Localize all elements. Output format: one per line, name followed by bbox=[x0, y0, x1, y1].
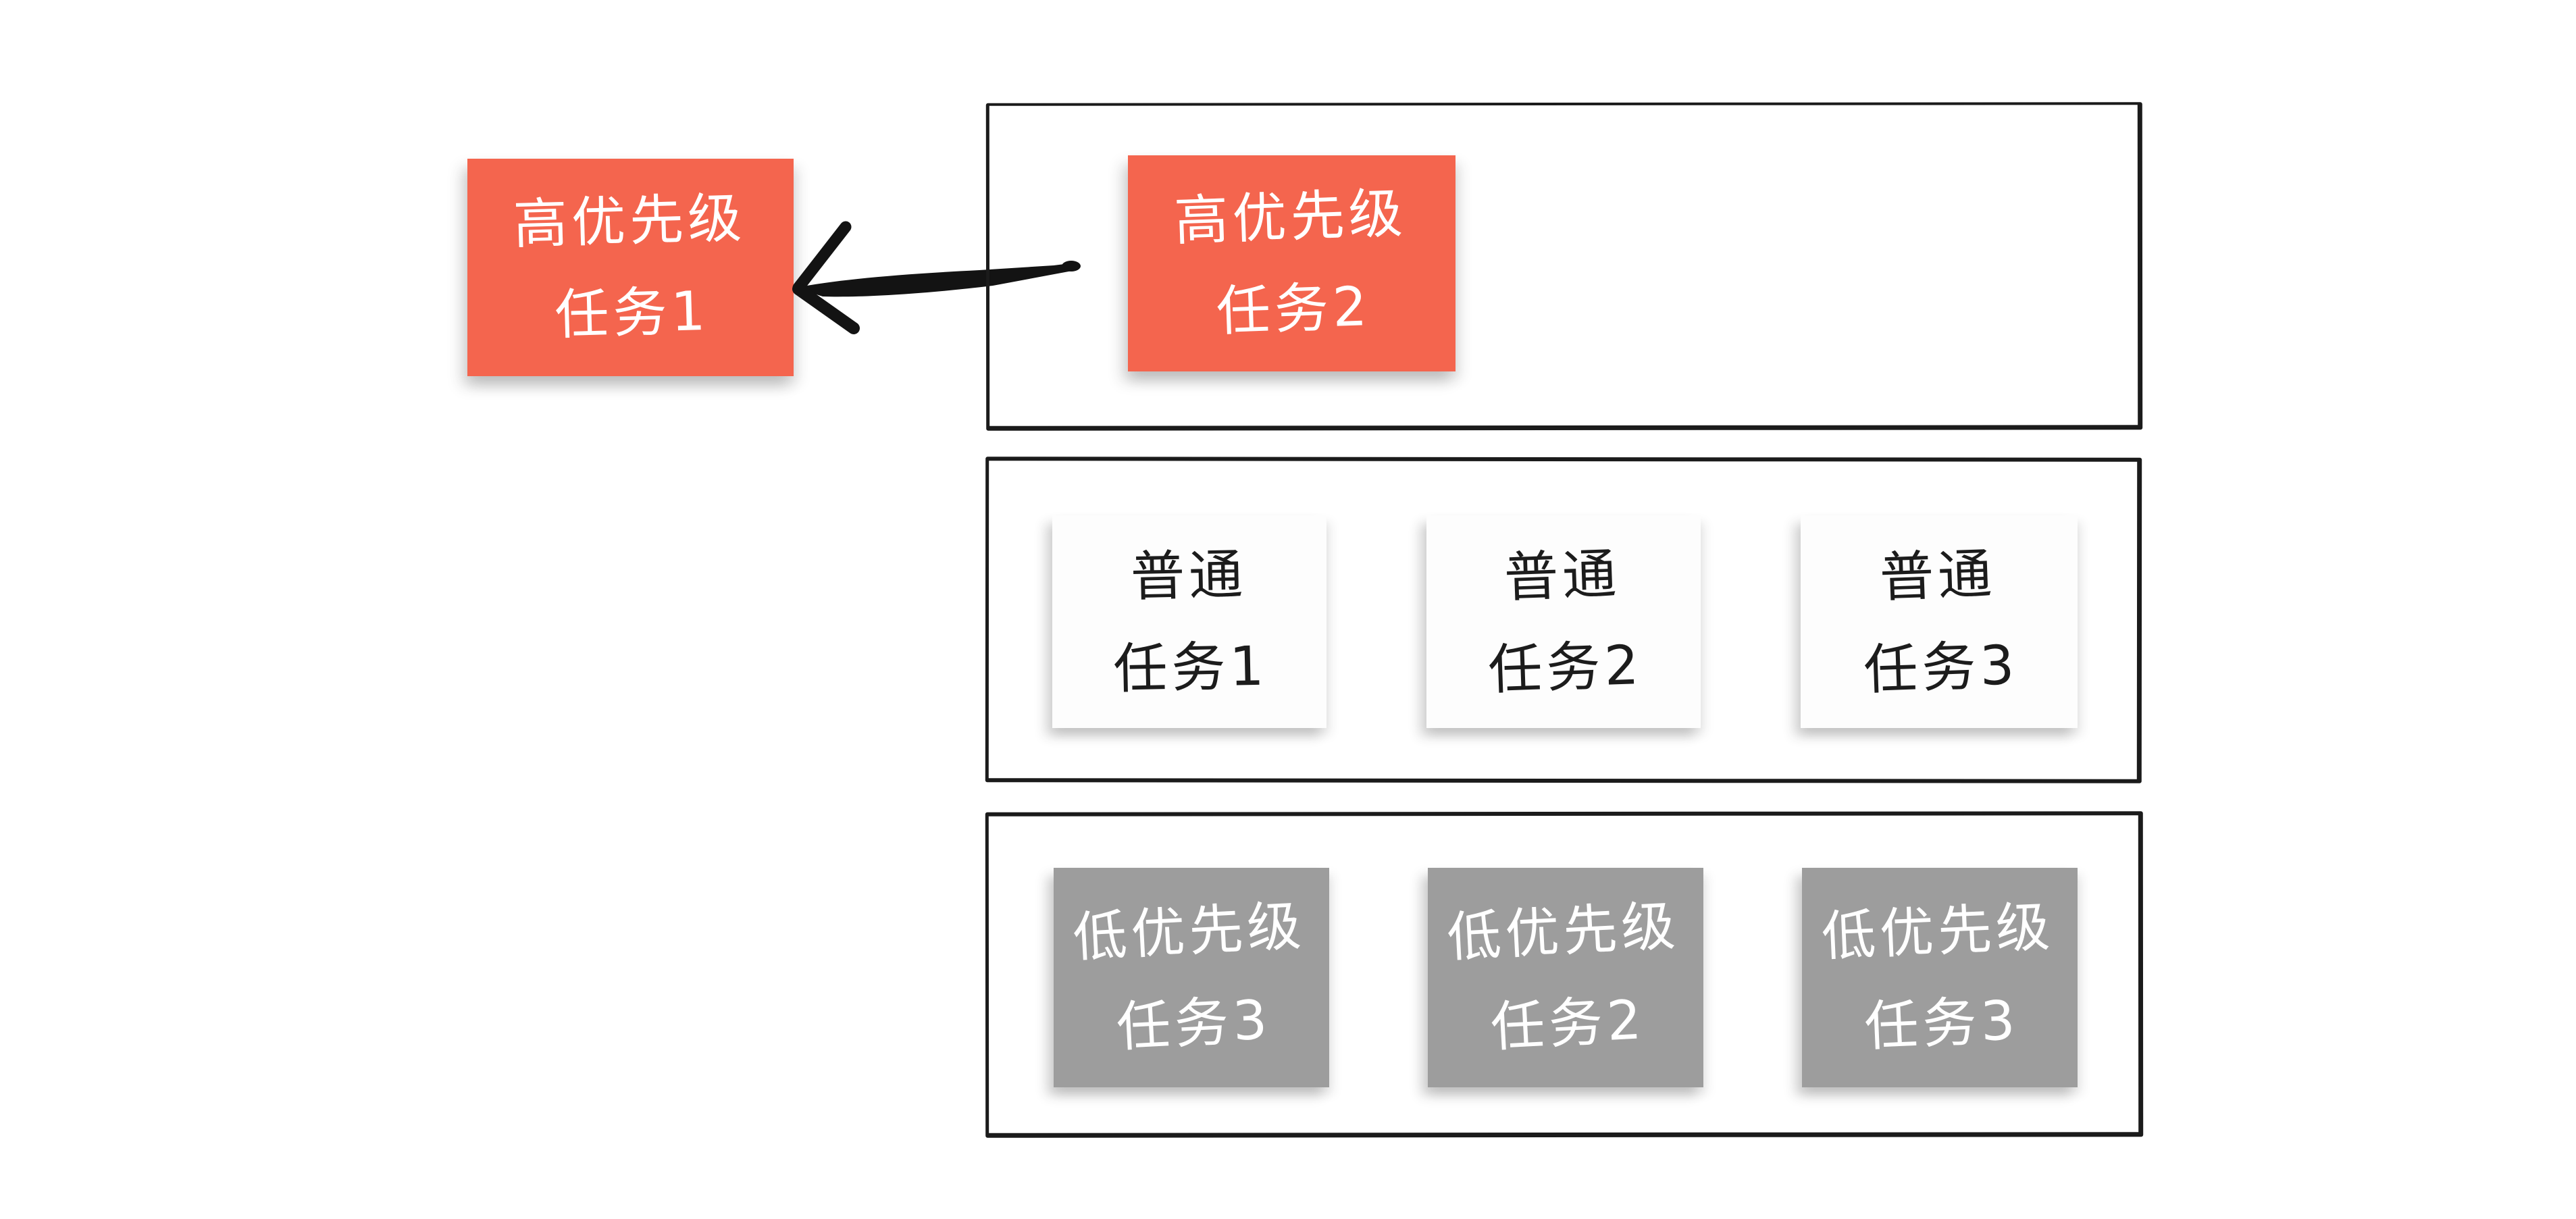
card-label-line2: 任务1 bbox=[1112, 634, 1268, 700]
card-label-line1: 高优先级 bbox=[512, 186, 746, 256]
card-label-line2: 任务2 bbox=[1487, 633, 1644, 702]
card-label-line1: 普通 bbox=[1129, 542, 1247, 608]
card-label: 低优先级 任务3 bbox=[1071, 880, 1312, 1076]
normal-task-2-card: 普通 任务2 bbox=[1426, 515, 1701, 728]
normal-task-1-card: 普通 任务1 bbox=[1052, 515, 1326, 728]
card-label: 高优先级 任务2 bbox=[1173, 167, 1411, 359]
card-label-line2: 任务3 bbox=[1862, 633, 2019, 702]
card-label: 普通 任务1 bbox=[1110, 528, 1269, 715]
card-label-line1: 普通 bbox=[1878, 542, 1997, 609]
card-label-line1: 低优先级 bbox=[1071, 893, 1307, 969]
card-label: 低优先级 任务3 bbox=[1820, 881, 2060, 1074]
card-label-line2: 任务2 bbox=[1214, 274, 1372, 343]
high-priority-task-2-card: 高优先级 任务2 bbox=[1128, 155, 1456, 371]
card-label-line2: 任务3 bbox=[1114, 987, 1273, 1059]
card-label: 普通 任务2 bbox=[1483, 527, 1644, 717]
card-label-line2: 任务3 bbox=[1863, 988, 2021, 1058]
card-label: 高优先级 任务1 bbox=[512, 172, 749, 362]
low-priority-task-card-1: 低优先级 任务3 bbox=[1054, 868, 1329, 1087]
normal-task-3-card: 普通 任务3 bbox=[1801, 515, 2078, 728]
card-label-line1: 低优先级 bbox=[1820, 895, 2055, 968]
high-priority-task-1-card: 高优先级 任务1 bbox=[467, 159, 794, 376]
card-label: 普通 任务3 bbox=[1859, 527, 2019, 717]
card-label: 低优先级 任务2 bbox=[1445, 880, 1686, 1076]
low-priority-task-card-2: 低优先级 任务2 bbox=[1428, 868, 1703, 1087]
card-label-line1: 普通 bbox=[1503, 542, 1622, 609]
card-label-line1: 高优先级 bbox=[1173, 182, 1408, 253]
card-label-line2: 任务1 bbox=[553, 279, 711, 347]
card-label-line1: 低优先级 bbox=[1445, 893, 1681, 969]
low-priority-task-card-3: 低优先级 任务3 bbox=[1802, 868, 2078, 1087]
card-label-line2: 任务2 bbox=[1489, 987, 1647, 1059]
